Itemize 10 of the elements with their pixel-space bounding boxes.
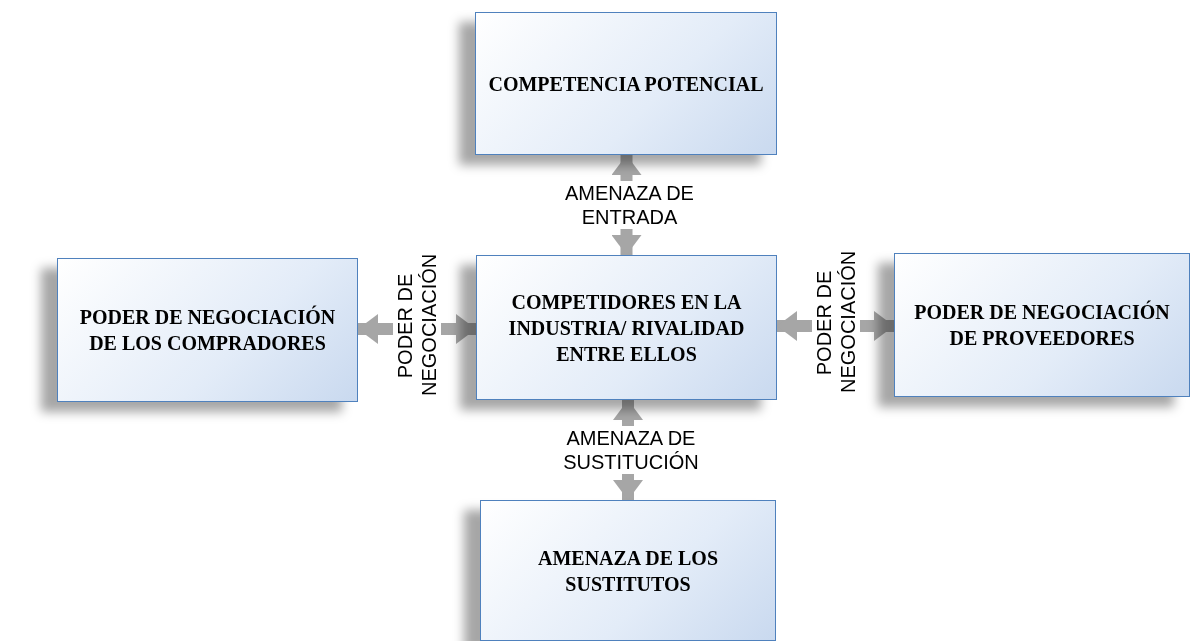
- process-box: [57, 258, 358, 402]
- box-label: COMPETIDORES EN LA INDUSTRIA/ RIVALIDAD ENTRE ELLOS: [507, 289, 746, 367]
- box-label: COMPETENCIA POTENCIAL: [488, 71, 764, 97]
- process-box: [476, 255, 777, 400]
- process-box: [894, 253, 1190, 397]
- box-label: PODER DE NEGOCIACIÓN DE LOS COMPRADORES: [78, 304, 337, 356]
- box-label: AMENAZA DE LOS SUSTITUTOS: [537, 545, 719, 597]
- process-box: [475, 12, 777, 155]
- box-label: PODER DE NEGOCIACIÓN DE PROVEEDORES: [913, 299, 1171, 351]
- process-box: [480, 500, 776, 641]
